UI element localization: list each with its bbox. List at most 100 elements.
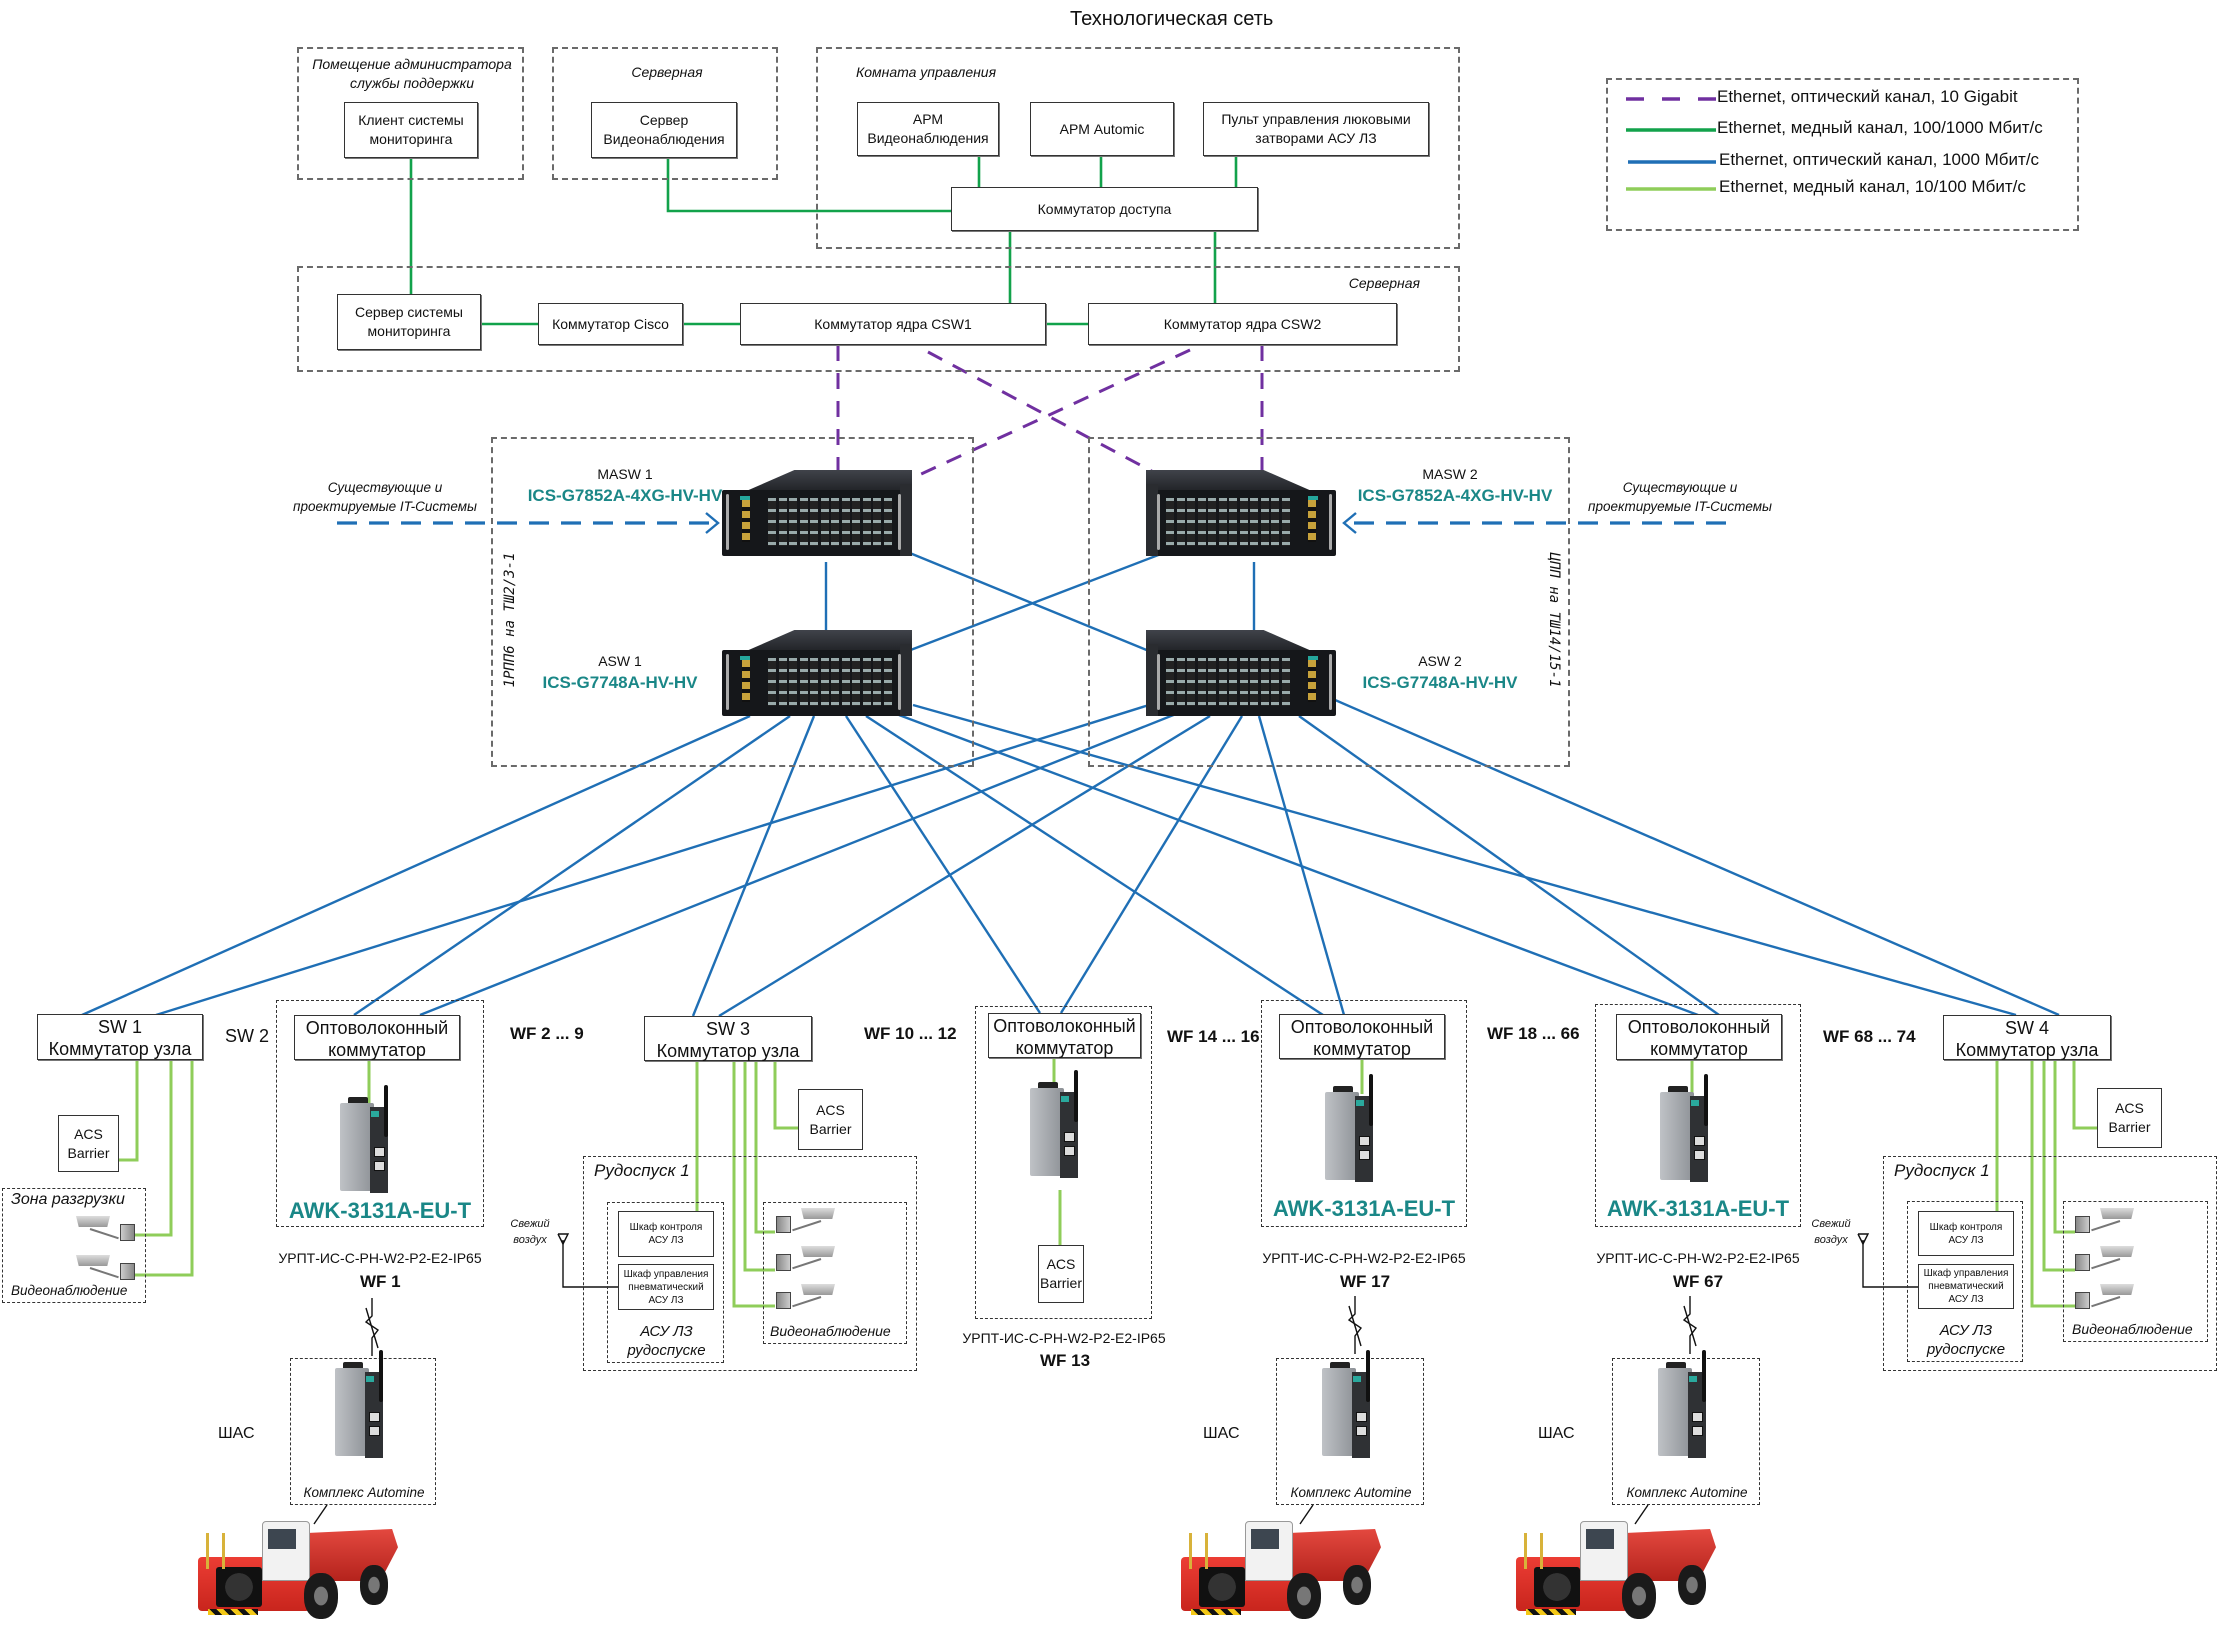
arrow-down-icon (1857, 1233, 1870, 1246)
node-switch-sw4[interactable]: SW 4 Коммутатор узла (1943, 1015, 2111, 1060)
ore-pass-label: Рудоспуск 1 (1894, 1161, 1990, 1180)
sw3-subtitle: Коммутатор узла (656, 1041, 800, 1061)
wf-group-label: WF 68 ... 74 (1823, 1027, 1916, 1046)
asw2-model: ICS-G7748A-HV-HV (1362, 673, 1518, 692)
shas-label: ШАС (218, 1425, 255, 1442)
left-location-label: 1РПП6 на ТШ2/3-1 (502, 552, 518, 688)
air-line (1862, 1240, 1918, 1288)
right-aggregation-zone (1088, 437, 1570, 767)
radio-link-icon (1683, 1305, 1697, 1347)
monitoring-client-box[interactable]: Клиент системы мониторинга (344, 102, 478, 158)
camera-icon (2072, 1208, 2134, 1234)
arm-automic-box[interactable]: АРМ Automic (1030, 102, 1174, 156)
awk-access-point-icon (1660, 1074, 1720, 1184)
connector-line (1299, 1504, 1314, 1525)
hatch-panel-box[interactable]: Пульт управления люковыми затворами АСУ … (1203, 102, 1429, 156)
core-zone-label: Серверная (1348, 275, 1420, 291)
automine-label: Комплекс Automine (1290, 1485, 1412, 1500)
mining-truck-icon (1510, 1515, 1720, 1625)
unload-zone-label: Зона разгрузки (11, 1191, 125, 1208)
fiber-1000-link (907, 547, 1175, 653)
copper-100-link (732, 1060, 775, 1308)
acs-barrier-wf13[interactable]: ACS Barrier (1038, 1245, 1084, 1303)
awk-access-point-icon (335, 1350, 395, 1460)
wf1-zone (276, 1000, 484, 1227)
ore-pass-zone-1: Рудоспуск 1 (583, 1156, 917, 1371)
control-cabinet-box[interactable]: Шкаф контроля АСУ ЛЗ (1918, 1211, 2014, 1256)
video-server-box[interactable]: Сервер Видеонаблюдения (591, 102, 737, 158)
fiber-1000-link (155, 703, 1150, 1017)
asw1-switch-icon[interactable] (722, 630, 912, 722)
acs-barrier-sw3[interactable]: ACS Barrier (798, 1089, 863, 1150)
control-room-zone: Комната управления (816, 47, 1460, 249)
admin-room-zone: Помещение администратора службы поддержк… (297, 47, 524, 180)
core-switch-csw2[interactable]: Коммутатор ядра CSW2 (1088, 303, 1397, 345)
asu-lz-zone: АСУ ЛЗ рудоспуске (1907, 1201, 2023, 1362)
fresh-air-label: Свежий воздух (510, 1218, 550, 1246)
asu-lz-label: АСУ ЛЗ рудоспуске (1926, 1322, 2006, 1358)
masw2-switch-icon[interactable] (1146, 470, 1336, 562)
opto-switch-2[interactable]: Оптоволоконный коммутатор (988, 1013, 1141, 1058)
acs-barrier-sw1[interactable]: ACS Barrier (58, 1115, 119, 1172)
camera-icon (773, 1246, 835, 1272)
automine-label: Комплекс Automine (1626, 1485, 1748, 1500)
automine-zone-1: Комплекс Automine (290, 1358, 436, 1505)
copper-100-link (119, 1060, 139, 1162)
asw2-switch-icon[interactable] (1146, 630, 1336, 722)
control-cabinet-box[interactable]: Шкаф контроля АСУ ЛЗ (618, 1211, 714, 1257)
legend-label: Ethernet, оптический канал, 1000 Мбит/с (1719, 150, 2040, 169)
wf67-zone (1595, 1004, 1801, 1227)
node-switch-sw3[interactable]: SW 3 Коммутатор узла (644, 1016, 812, 1061)
masw1-name: MASW 1 (597, 466, 653, 482)
arm-video-box[interactable]: АРМ Видеонаблюдения (857, 102, 999, 156)
legend-label: Ethernet, медный канал, 100/1000 Мбит/с (1717, 118, 2043, 137)
pneumatic-cabinet-box[interactable]: Шкаф управления пневматический АСУ ЛЗ (618, 1264, 714, 1310)
acs-barrier-sw4[interactable]: ACS Barrier (2097, 1088, 2162, 1148)
wf13-zone (975, 1006, 1152, 1319)
sw4-subtitle: Коммутатор узла (1955, 1040, 2099, 1060)
cisco-switch-box[interactable]: Коммутатор Cisco (538, 303, 683, 345)
copper-100-link (2030, 1060, 2075, 1308)
urpt-label: УРПТ-ИС-С-PH-W2-P2-E2-IP65 (962, 1330, 1166, 1346)
it-systems-label-left: Существующие и проектируемые IT-Системы (293, 480, 477, 514)
sw4-title: SW 4 (2004, 1018, 2049, 1038)
urpt-label: УРПТ-ИС-С-PH-W2-P2-E2-IP65 (278, 1250, 482, 1266)
wf-group-label: WF 10 ... 12 (864, 1024, 957, 1043)
opto-switch-4[interactable]: Оптоволоконный коммутатор (1616, 1014, 1782, 1060)
automine-zone-3: Комплекс Automine (1612, 1358, 1760, 1505)
asw1-name: ASW 1 (598, 653, 642, 669)
copper-100-link (773, 1060, 798, 1130)
awk-access-point-icon (1030, 1070, 1090, 1180)
wf-group-label: WF 2 ... 9 (510, 1024, 584, 1043)
access-switch-box[interactable]: Коммутатор доступа (951, 187, 1258, 231)
video-zone: Видеонаблюдение (2063, 1201, 2208, 1342)
awk-access-point-icon (1658, 1350, 1718, 1460)
masw2-model: ICS-G7852A-4XG-HV-HV (1357, 486, 1553, 505)
masw2-name: MASW 2 (1422, 466, 1478, 482)
opto-label: Оптоволоконный коммутатор (1290, 1017, 1434, 1059)
arrow-down-icon (557, 1233, 570, 1246)
asw2-name: ASW 2 (1418, 653, 1462, 669)
opto-switch-1[interactable]: Оптоволоконный коммутатор (294, 1015, 460, 1060)
connector-line (1634, 1504, 1649, 1525)
awk-model-label: AWK-3131A-EU-T (1272, 1196, 1456, 1221)
wf17-zone (1261, 1000, 1467, 1227)
pneumatic-cabinet-box[interactable]: Шкаф управления пневматический АСУ ЛЗ (1918, 1264, 2014, 1309)
wf-point-label: WF 17 (1340, 1272, 1391, 1291)
camera-icon (773, 1208, 835, 1234)
urpt-label: УРПТ-ИС-С-PH-W2-P2-E2-IP65 (1596, 1250, 1800, 1266)
masw1-switch-icon[interactable] (722, 470, 912, 562)
core-switch-csw1[interactable]: Коммутатор ядра CSW1 (740, 303, 1046, 345)
camera-icon (76, 1216, 138, 1242)
opto-switch-3[interactable]: Оптоволоконный коммутатор (1279, 1014, 1445, 1059)
ore-pass-zone-2: Рудоспуск 1 (1883, 1156, 2217, 1371)
unload-zone: Зона разгрузки Видеонаблюдение (2, 1188, 146, 1303)
copper-100-link (2053, 1060, 2075, 1234)
copper-link (666, 158, 951, 213)
fiber-1000-link (899, 547, 1150, 653)
copper-100-link (2072, 1060, 2097, 1130)
monitoring-server-box[interactable]: Сервер системы мониторинга (337, 294, 481, 350)
node-switch-sw1[interactable]: SW 1 Коммутатор узла (37, 1014, 203, 1060)
camera-icon (773, 1284, 835, 1310)
